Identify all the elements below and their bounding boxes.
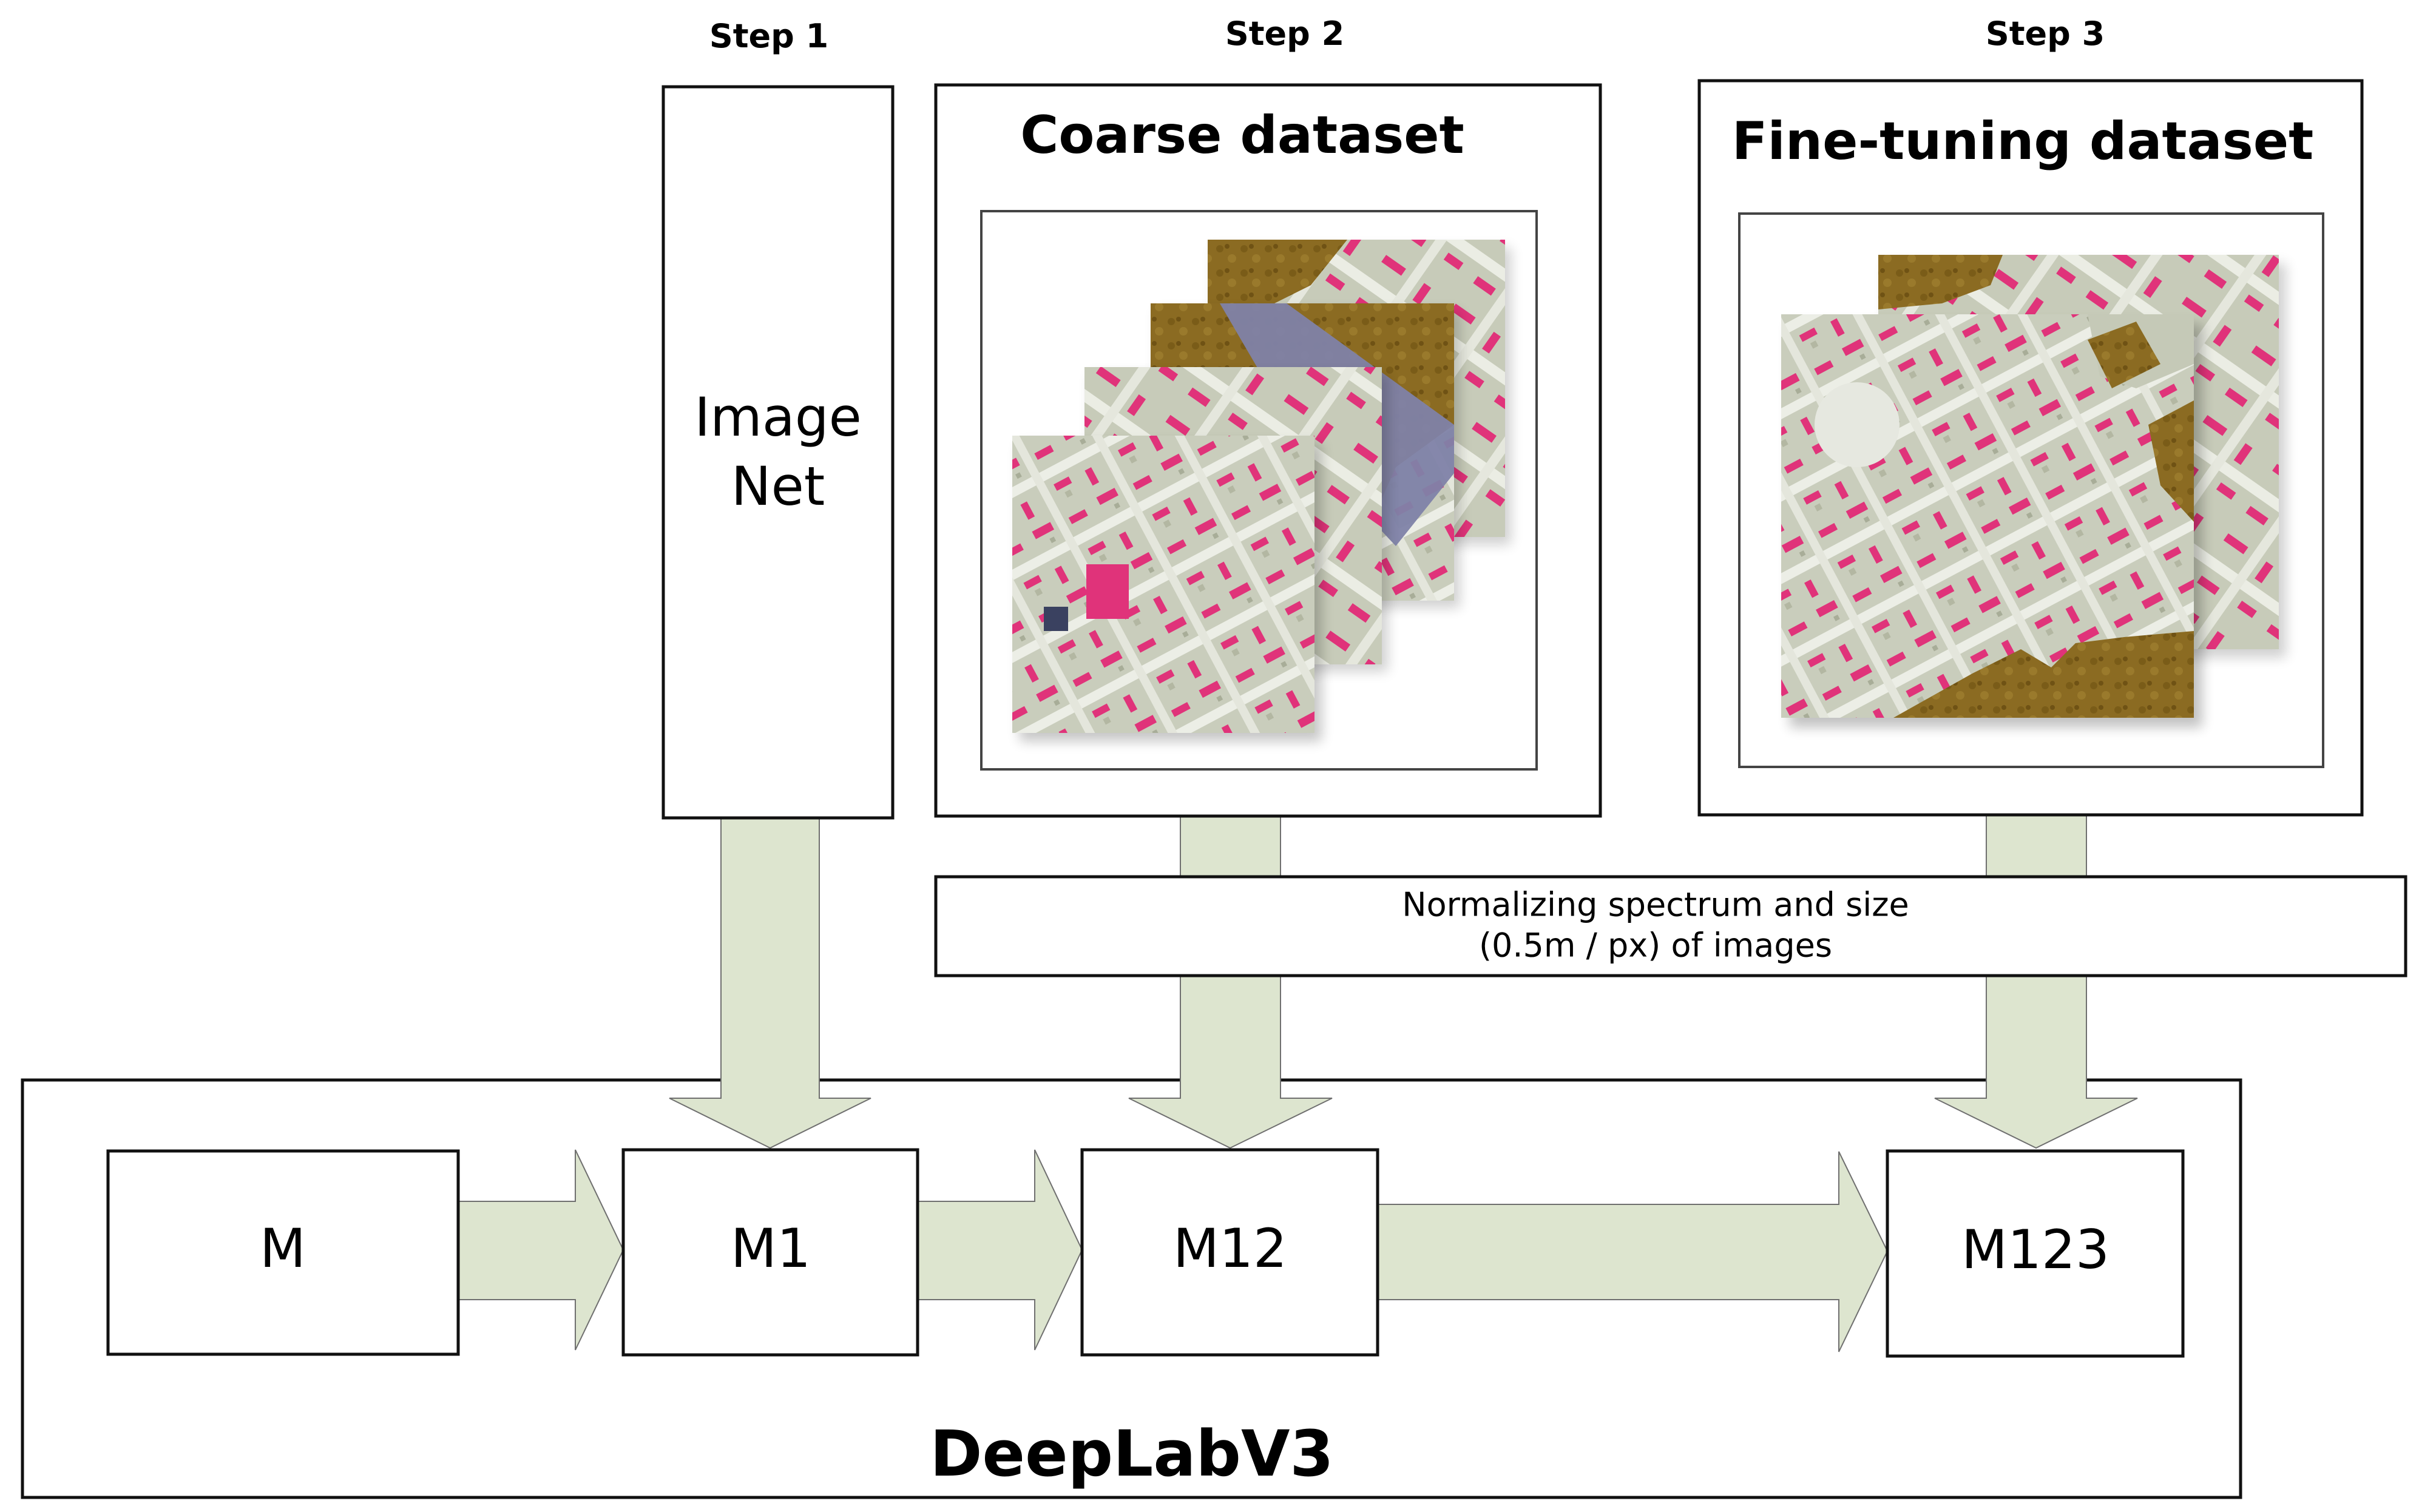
imagenet-label-line2: Net (731, 455, 825, 518)
aerial-tile-6 (1781, 314, 2202, 727)
model-node-m123 (1886, 1149, 2185, 1358)
normalize-to-m123-arrow (1934, 975, 2138, 1149)
model-node-m1-label: M1 (731, 1217, 811, 1280)
model-node-m-label: M (260, 1217, 306, 1280)
finetuning-dataset-tile-stack (1781, 255, 2286, 727)
model-node-m123-label: M123 (1961, 1218, 2109, 1281)
step-1-label: Step 1 (709, 17, 828, 55)
coarse-dataset-title: Coarse dataset (1020, 105, 1464, 166)
normalize-to-m12-arrow (1128, 975, 1333, 1149)
m-to-m1-arrow (458, 1149, 624, 1351)
m1-to-m12-arrow (917, 1149, 1083, 1351)
model-node-m12-label: M12 (1173, 1217, 1287, 1280)
aerial-tile-4 (1012, 436, 1322, 741)
model-node-m12 (1080, 1148, 1379, 1357)
normalize-label-line1: Normalizing spectrum and size (1402, 886, 1909, 924)
finetuning-dataset-title: Fine-tuning dataset (1732, 111, 2314, 172)
model-node-m (106, 1149, 460, 1356)
normalize-label-line2: (0.5m / px) of images (1479, 926, 1832, 965)
coarse-dataset-tile-stack (1012, 240, 1511, 741)
step-3-label: Step 3 (1986, 15, 2105, 53)
imagenet-label-line1: Image (694, 386, 862, 448)
deeplabv3-label: DeepLabV3 (930, 1417, 1334, 1491)
m12-to-m123-arrow (1377, 1151, 1889, 1352)
normalize-box (934, 875, 2407, 977)
step-2-label: Step 2 (1225, 15, 1344, 53)
model-node-m1 (621, 1148, 919, 1357)
imagenet-to-m1-arrow (669, 815, 871, 1149)
imagenet-box (661, 85, 895, 820)
